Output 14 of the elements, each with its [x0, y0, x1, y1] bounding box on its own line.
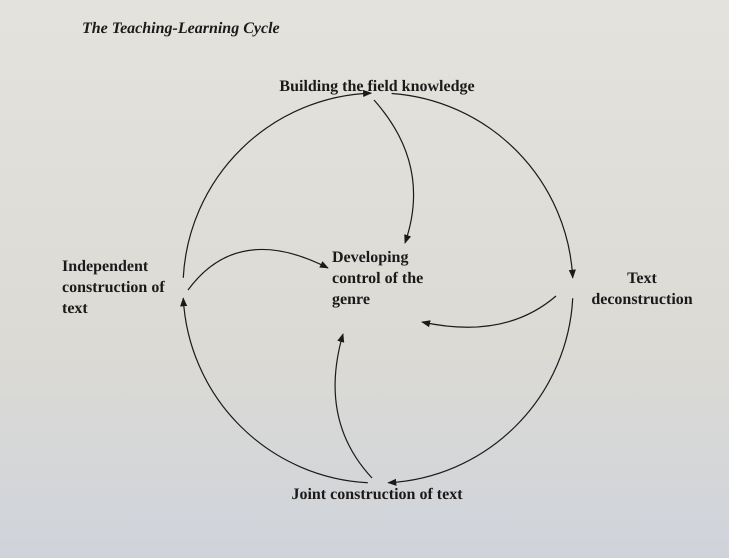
arrow — [180, 297, 368, 484]
arrow — [392, 92, 576, 279]
arrow — [182, 90, 372, 278]
diagram-title: The Teaching-Learning Cycle — [82, 20, 280, 38]
node-label: Independent construction of text — [62, 257, 166, 319]
arrow — [188, 248, 329, 290]
node-label: Developing control of the genre — [332, 248, 424, 310]
arrow — [421, 296, 556, 328]
node-label: Building the field knowledge — [278, 77, 476, 97]
arrow — [387, 298, 574, 486]
arrow — [334, 333, 372, 478]
node-label: Joint construction of text — [290, 485, 464, 505]
arrow — [374, 100, 414, 244]
node-label: Text deconstruction — [590, 269, 694, 310]
